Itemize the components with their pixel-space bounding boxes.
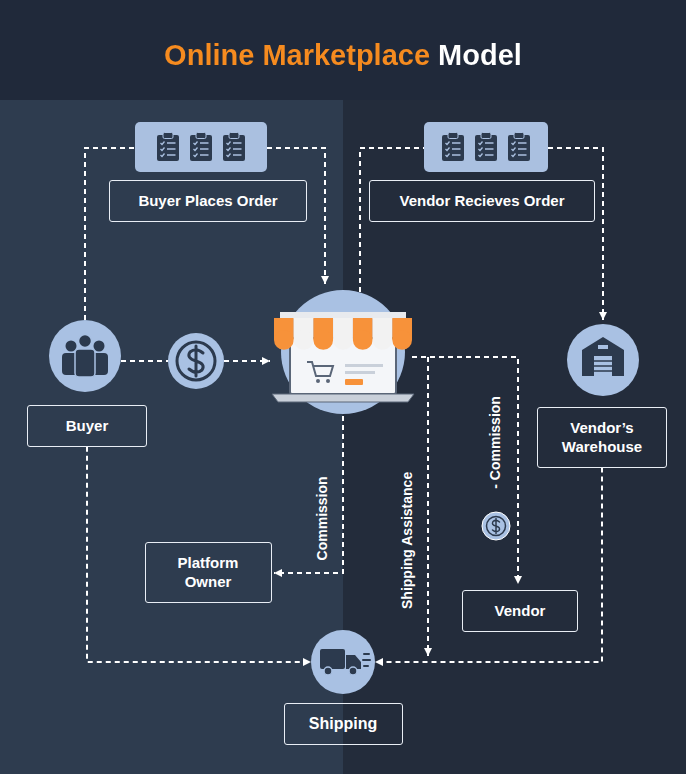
- order-panel: [424, 122, 548, 172]
- clipboard-icon: [223, 133, 245, 162]
- panel: [424, 122, 548, 172]
- awning-scallop: [274, 330, 294, 350]
- awning-scallop: [294, 330, 314, 350]
- cart-wheel: [326, 379, 330, 383]
- label-box: Platform Owner: [145, 542, 272, 603]
- title-row: Online Marketplace Model: [0, 38, 686, 73]
- flow-line: [427, 357, 429, 656]
- node-text: Shipping: [293, 714, 394, 735]
- buyer-icon: [49, 320, 121, 392]
- label-box: Buyer Places Order: [109, 180, 307, 222]
- panel: [135, 122, 267, 172]
- vendor-payment-icon: [482, 512, 510, 540]
- awning-roof: [280, 312, 406, 319]
- dollar-symbol: [189, 346, 203, 376]
- awning-scallop: [333, 330, 353, 350]
- clipboard-icon: [157, 133, 179, 162]
- clipboard-icon: [190, 133, 212, 162]
- truck-wheel: [324, 667, 332, 675]
- line-label: Commission: [314, 476, 331, 560]
- truck-wheel: [349, 667, 357, 675]
- flow-line: [548, 148, 603, 320]
- label-box: Vendor’s Warehouse: [537, 407, 667, 468]
- node-text: Vendor Recieves Order: [378, 191, 586, 211]
- flow-connector: [87, 447, 311, 662]
- awning-scallop: [313, 330, 333, 350]
- laptop-base: [272, 394, 414, 402]
- node-text: Platform Owner: [154, 553, 263, 592]
- flow-lines: [85, 148, 603, 656]
- screen-line: [345, 371, 375, 374]
- coin-ring: [487, 517, 506, 536]
- flow-line: [274, 416, 343, 573]
- truck-body: [320, 649, 345, 669]
- order-panel: [135, 122, 267, 172]
- label-box: Shipping: [284, 703, 403, 746]
- person-head: [66, 341, 77, 352]
- icon-circle: [49, 320, 121, 392]
- node-text: Vendor’s Warehouse: [546, 418, 658, 457]
- icon-circle: [482, 512, 510, 540]
- person-head: [79, 335, 92, 348]
- icon-circle: [168, 333, 224, 389]
- node-text: Vendor: [471, 601, 569, 621]
- node-text: Buyer Places Order: [118, 191, 298, 211]
- label-box: Vendor: [462, 590, 578, 632]
- diagram-title: Online Marketplace Model: [164, 38, 522, 73]
- warehouse-icon: [567, 324, 639, 396]
- payment-icon: [168, 333, 224, 389]
- dollar-symbol: [492, 519, 499, 534]
- person-body: [75, 349, 95, 377]
- title-band: [0, 0, 686, 100]
- person-head: [94, 341, 105, 352]
- icon-circle: [567, 324, 639, 396]
- awning-scallop: [392, 330, 412, 350]
- door-slats: [594, 361, 612, 371]
- icon-node: Shipping: [311, 630, 375, 694]
- node-text: Buyer: [36, 416, 138, 436]
- awning-scallop: [353, 330, 373, 350]
- line-label: - Commission: [486, 396, 503, 489]
- clipboard-icon: [442, 133, 464, 162]
- flow-connector: [375, 468, 602, 663]
- awning: [274, 312, 412, 350]
- line-label: Shipping Assistance: [399, 471, 416, 608]
- label-box: Buyer: [27, 405, 147, 447]
- warehouse-door: [594, 356, 612, 376]
- awning-scallop: [373, 330, 393, 350]
- icon-circle: [311, 630, 375, 694]
- cart-wheel: [316, 379, 320, 383]
- cart-icon: [307, 362, 333, 376]
- flow-line: [224, 360, 270, 362]
- label-box: Vendor Recieves Order: [369, 180, 595, 222]
- flow-line: [267, 148, 325, 284]
- warehouse-window: [598, 345, 608, 349]
- flow-line: [121, 360, 168, 362]
- warehouse-shape: [582, 337, 624, 376]
- coin-ring: [177, 342, 215, 380]
- screen-line: [345, 364, 383, 367]
- truck-icon: [311, 630, 375, 694]
- speed-lines: [363, 654, 370, 666]
- store-illustration: [272, 290, 414, 414]
- flow-line: [85, 148, 135, 320]
- clipboard-icon: [508, 133, 530, 162]
- clipboard-icon: [475, 133, 497, 162]
- screen-button: [345, 379, 363, 385]
